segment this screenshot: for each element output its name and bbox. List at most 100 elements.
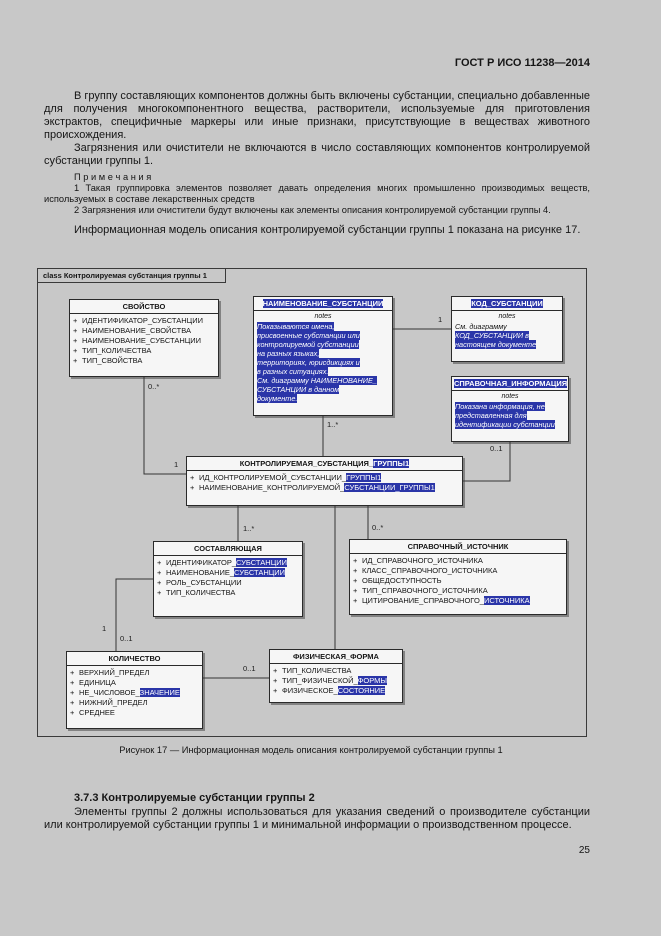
uml-attribute: +ФИЗИЧЕСКОЕ_СОСТОЯНИЕ <box>273 686 386 695</box>
visibility-marker: + <box>353 566 358 575</box>
uml-attribute: +ЦИТИРОВАНИЕ_СПРАВОЧНОГО_ИСТОЧНИКА <box>353 596 530 605</box>
uml-connectors <box>115 328 511 679</box>
visibility-marker: + <box>73 346 78 355</box>
visibility-marker: + <box>73 356 78 365</box>
multiplicity-label: 1..* <box>327 420 339 429</box>
uml-attribute: +РОЛЬ_СУБСТАНЦИИ <box>157 578 242 587</box>
uml-class-title: КОД_СУБСТАНЦИИ <box>452 297 562 311</box>
paragraph: В группу составляющих компонентов должны… <box>44 90 590 141</box>
uml-attribute: +НИЖНИЙ_ПРЕДЕЛ <box>70 698 148 707</box>
multiplicity-label: 0..1 <box>490 444 503 453</box>
uml-note-line: СУБСТАНЦИИ в данном <box>257 385 340 394</box>
visibility-marker: + <box>353 596 358 605</box>
visibility-marker: + <box>273 676 278 685</box>
multiplicity-label: 1 <box>174 460 179 469</box>
multiplicity-label: 1 <box>102 624 107 633</box>
uml-attribute: +ИДЕНТИФИКАТОР_СУБСТАНЦИИ <box>157 558 288 567</box>
uml-attribute: +ВЕРХНИЙ_ПРЕДЕЛ <box>70 668 150 677</box>
uml-notes-label: notes <box>498 313 516 320</box>
uml-class-title: СВОЙСТВО <box>70 300 218 314</box>
uml-notes-label: notes <box>314 313 332 320</box>
uml-note-line: в разных ситуациях. <box>257 367 329 376</box>
uml-note-line: Показана информация, не <box>455 402 545 411</box>
uml-class-title: ФИЗИЧЕСКАЯ_ФОРМА <box>270 650 402 664</box>
uml-note-line: документе. <box>257 394 298 403</box>
uml-attribute: +ЕДИНИЦА <box>70 678 116 687</box>
visibility-marker: + <box>70 708 75 717</box>
uml-note-line: представленная для <box>455 411 527 420</box>
uml-class-title: СПРАВОЧНЫЙ_ИСТОЧНИК <box>350 540 566 554</box>
paragraph: Элементы группы 2 должны использоваться … <box>44 806 590 831</box>
visibility-marker: + <box>157 578 162 587</box>
uml-attribute: +НАИМЕНОВАНИЕ_СУБСТАНЦИИ <box>73 336 202 345</box>
visibility-marker: + <box>70 678 75 687</box>
uml-note-line: настоящем документе <box>455 340 537 349</box>
uml-note-line: на разных языках, <box>257 349 320 358</box>
uml-class-kolichestvo: КОЛИЧЕСТВО+ВЕРХНИЙ_ПРЕДЕЛ+ЕДИНИЦА+НЕ_ЧИС… <box>66 651 203 729</box>
uml-attribute: +ИДЕНТИФИКАТОР_СУБСТАНЦИИ <box>73 316 204 325</box>
uml-class-sostavlyayushchaya: СОСТАВЛЯЮЩАЯ+ИДЕНТИФИКАТОР_СУБСТАНЦИИ+НА… <box>153 541 303 617</box>
visibility-marker: + <box>70 698 75 707</box>
uml-attribute: +ИД_КОНТРОЛИРУЕМОЙ_СУБСТАНЦИИ_ГРУППЫ1 <box>190 473 382 482</box>
visibility-marker: + <box>157 568 162 577</box>
uml-class-svojstvo: СВОЙСТВО+ИДЕНТИФИКАТОР_СУБСТАНЦИИ+НАИМЕН… <box>69 299 219 377</box>
uml-note-line: территориях, юрисдикциях и <box>257 358 360 367</box>
uml-class-fizicheskaya-forma: ФИЗИЧЕСКАЯ_ФОРМА+ТИП_КОЛИЧЕСТВА+ТИП_ФИЗИ… <box>269 649 403 703</box>
visibility-marker: + <box>273 686 278 695</box>
uml-connector <box>463 442 511 482</box>
section: 3.7.3 Контролируемые субстанции группы 2… <box>44 792 590 832</box>
body-text: В группу составляющих компонентов должны… <box>44 90 590 237</box>
uml-attributes: +ИД_КОНТРОЛИРУЕМОЙ_СУБСТАНЦИИ_ГРУППЫ1+НА… <box>187 471 462 493</box>
visibility-marker: + <box>73 316 78 325</box>
figure-caption: Рисунок 17 — Информационная модель описа… <box>119 745 503 755</box>
multiplicity-label: 0..1 <box>120 634 133 643</box>
visibility-marker: + <box>73 326 78 335</box>
uml-attributes: +ИДЕНТИФИКАТОР_СУБСТАНЦИИ+НАИМЕНОВАНИЕ_С… <box>154 556 302 598</box>
multiplicity-label: 0..* <box>148 382 160 391</box>
visibility-marker: + <box>157 558 162 567</box>
uml-attribute: +НАИМЕНОВАНИЕ_КОНТРОЛИРУЕМОЙ_СУБСТАНЦИИ_… <box>190 483 435 492</box>
multiplicity-label: 1..* <box>243 524 255 533</box>
visibility-marker: + <box>73 336 78 345</box>
visibility-marker: + <box>190 473 195 482</box>
doc-number: ГОСТ Р ИСО 11238—2014 <box>454 57 590 69</box>
uml-attribute: +ИД_СПРАВОЧНОГО_ИСТОЧНИКА <box>353 556 483 565</box>
uml-note-line: См. диаграмму <box>455 322 507 331</box>
uml-attribute: +НАИМЕНОВАНИЕ_СВОЙСТВА <box>73 326 191 335</box>
visibility-marker: + <box>157 588 162 597</box>
visibility-marker: + <box>353 576 358 585</box>
uml-attribute: +ТИП_СВОЙСТВА <box>73 356 143 365</box>
visibility-marker: + <box>353 586 358 595</box>
section-heading: 3.7.3 Контролируемые субстанции группы 2 <box>74 792 315 804</box>
uml-class-title: КОЛИЧЕСТВО <box>67 652 202 666</box>
uml-connector <box>143 377 186 475</box>
multiplicity-label: 0..* <box>372 523 384 532</box>
uml-attribute: +ТИП_КОЛИЧЕСТВА <box>273 666 352 675</box>
uml-attribute: +ТИП_СПРАВОЧНОГО_ИСТОЧНИКА <box>353 586 488 595</box>
uml-class-title: НАИМЕНОВАНИЕ_СУБСТАНЦИИ <box>254 297 392 311</box>
uml-attribute: +ТИП_ФИЗИЧЕСКОЙ_ФОРМЫ <box>273 676 387 685</box>
visibility-marker: + <box>273 666 278 675</box>
visibility-marker: + <box>353 556 358 565</box>
uml-attributes: +ИД_СПРАВОЧНОГО_ИСТОЧНИКА+КЛАСС_СПРАВОЧН… <box>350 554 566 606</box>
paragraph: Загрязнения или очистители не включаются… <box>44 142 590 167</box>
uml-note-line: идентификации субстанции <box>455 420 555 429</box>
uml-attributes: +ИДЕНТИФИКАТОР_СУБСТАНЦИИ+НАИМЕНОВАНИЕ_С… <box>70 314 218 366</box>
notes-label: П р и м е ч а н и я <box>74 172 152 182</box>
uml-note-line: контролируемой субстанции <box>257 340 359 349</box>
uml-class-title: СПРАВОЧНАЯ_ИНФОРМАЦИЯ <box>452 377 568 391</box>
visibility-marker: + <box>70 668 75 677</box>
uml-attributes: +ТИП_КОЛИЧЕСТВА+ТИП_ФИЗИЧЕСКОЙ_ФОРМЫ+ФИЗ… <box>270 664 402 696</box>
uml-note-line: присвоенные субстанции или <box>257 331 360 340</box>
uml-attribute: +НЕ_ЧИСЛОВОЕ_ЗНАЧЕНИЕ <box>70 688 180 697</box>
uml-connector <box>115 578 153 651</box>
uml-attributes: +ВЕРХНИЙ_ПРЕДЕЛ+ЕДИНИЦА+НЕ_ЧИСЛОВОЕ_ЗНАЧ… <box>67 666 202 718</box>
uml-note-line: См. диаграмму НАИМЕНОВАНИЕ_ <box>257 376 377 385</box>
visibility-marker: + <box>70 688 75 697</box>
uml-note-line: КОД_СУБСТАНЦИИ в <box>455 331 529 340</box>
uml-attribute: +ТИП_КОЛИЧЕСТВА <box>157 588 236 597</box>
